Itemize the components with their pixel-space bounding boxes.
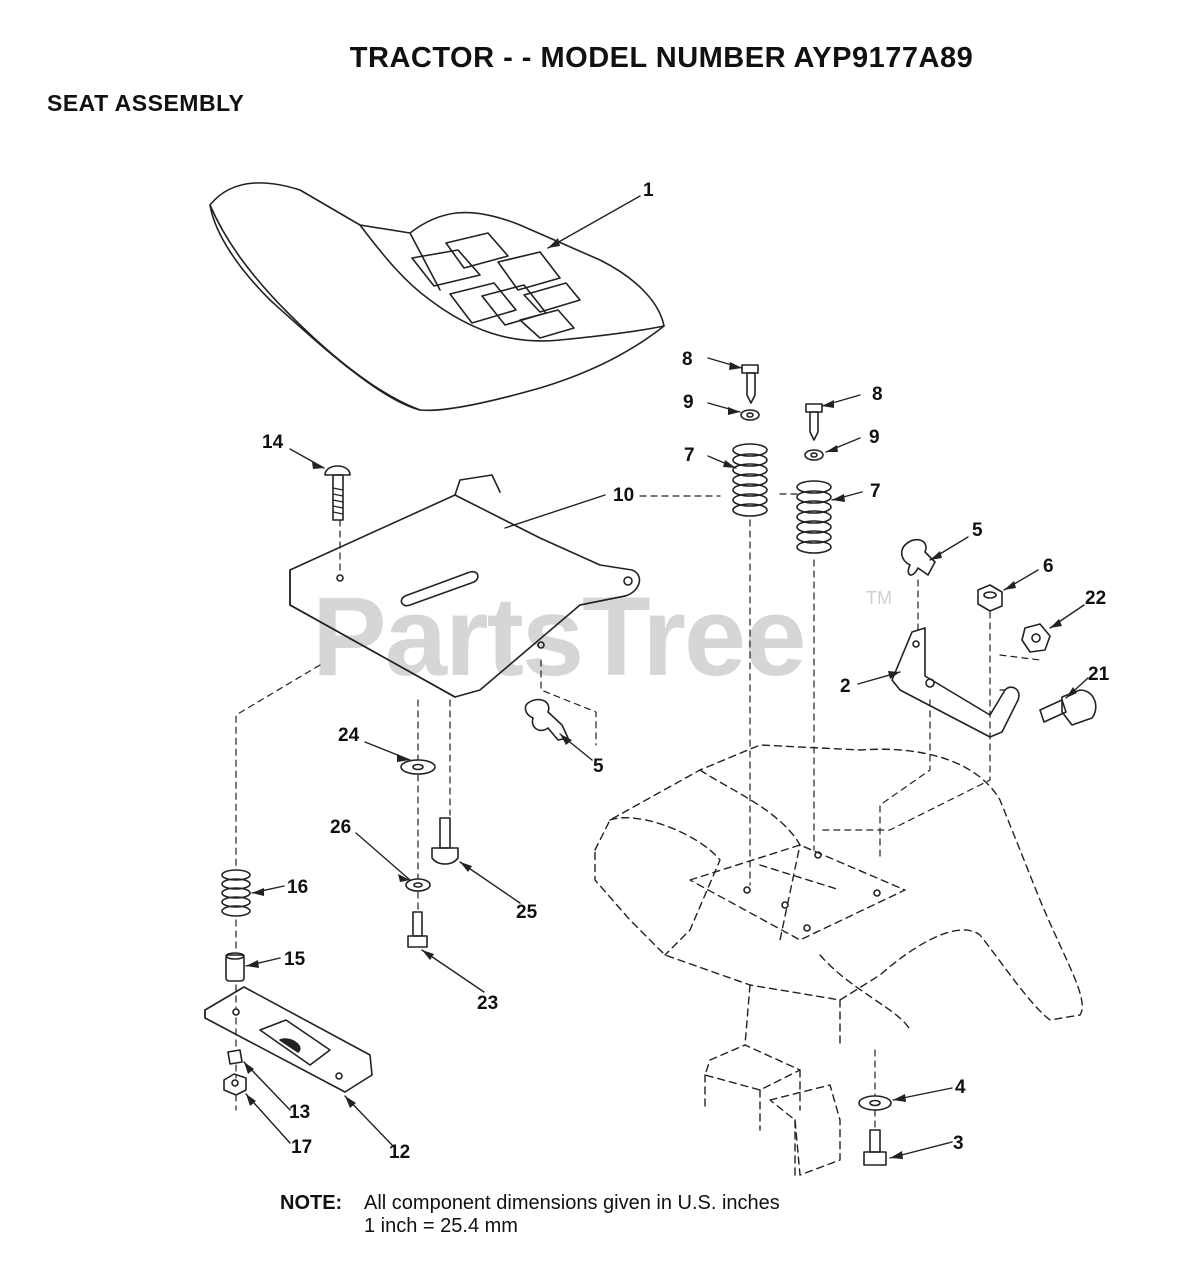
callout-9: 9 (869, 427, 880, 448)
callout-2: 2 (840, 676, 851, 697)
callout-6: 6 (1043, 556, 1054, 577)
clip-part-upper (900, 538, 936, 576)
nut-part-17 (223, 1073, 247, 1096)
hex-bolt-part-3 (863, 1129, 887, 1166)
callout-5: 5 (593, 756, 604, 777)
callout-8: 8 (682, 349, 693, 370)
seat-part (209, 182, 665, 412)
callout-7: 7 (870, 481, 881, 502)
seat-pan-part (289, 474, 641, 698)
callout-9: 9 (683, 392, 694, 413)
spring-stack-right (796, 403, 832, 554)
bushing-part (225, 952, 245, 982)
nut-part (977, 584, 1003, 612)
plate-part (204, 986, 373, 1093)
tractor-frame (594, 744, 1083, 1176)
callout-7: 7 (684, 445, 695, 466)
callout-16: 16 (287, 877, 309, 898)
hex-bolt-part-23 (407, 911, 428, 948)
carriage-bolt-part (324, 465, 351, 521)
callout-26: 26 (330, 817, 352, 838)
watermark: PartsTree (312, 574, 807, 699)
callout-13: 13 (289, 1102, 311, 1123)
washer-part-22 (1021, 623, 1051, 653)
assembly-guide-lines (235, 493, 1041, 1129)
bracket-part (891, 627, 1020, 738)
frame-hole (781, 901, 789, 909)
nut-part-13 (227, 1049, 243, 1065)
callout-24: 24 (338, 725, 360, 746)
callout-12: 12 (389, 1142, 411, 1163)
note-label: NOTE: (280, 1192, 343, 1214)
callout-17: 17 (291, 1137, 313, 1158)
callout-5: 5 (972, 520, 983, 541)
callout-1: 1 (643, 180, 654, 201)
lock-washer-part (405, 878, 431, 892)
flange-bolt-part (431, 817, 459, 865)
dimension-note: NOTE: All component dimensions given in U… (280, 1192, 780, 1238)
callout-21: 21 (1088, 664, 1110, 685)
callout-22: 22 (1085, 588, 1107, 609)
page-title: TRACTOR - - MODEL NUMBER AYP9177A89 (349, 42, 974, 74)
clip-part-lower (524, 698, 569, 741)
spring-part-16 (221, 869, 251, 917)
note-text: All component dimensions given in U.S. i… (364, 1192, 780, 1238)
callout-3: 3 (953, 1133, 964, 1154)
callout-15: 15 (284, 949, 306, 970)
callout-14: 14 (262, 432, 284, 453)
callout-4: 4 (955, 1077, 966, 1098)
washer-part-24 (400, 759, 436, 775)
callout-10: 10 (613, 485, 635, 506)
section-title: SEAT ASSEMBLY (47, 90, 245, 116)
frame-hole (743, 886, 751, 894)
frame-hole (803, 924, 811, 932)
spring-stack-left (732, 364, 768, 517)
shoulder-bolt-part (1039, 689, 1097, 726)
note-line-units: All component dimensions given in U.S. i… (364, 1192, 780, 1214)
callout-leaders (243, 195, 1089, 1159)
callout-arrowheads (244, 238, 1077, 1159)
washer-part-4 (858, 1095, 892, 1111)
note-line-conversion: 1 inch = 25.4 mm (364, 1215, 518, 1237)
callout-8: 8 (872, 384, 883, 405)
watermark-trademark: TM (866, 588, 892, 608)
frame-hole (814, 851, 822, 859)
callout-25: 25 (516, 902, 538, 923)
frame-hole (873, 889, 881, 897)
callout-23: 23 (477, 993, 499, 1014)
